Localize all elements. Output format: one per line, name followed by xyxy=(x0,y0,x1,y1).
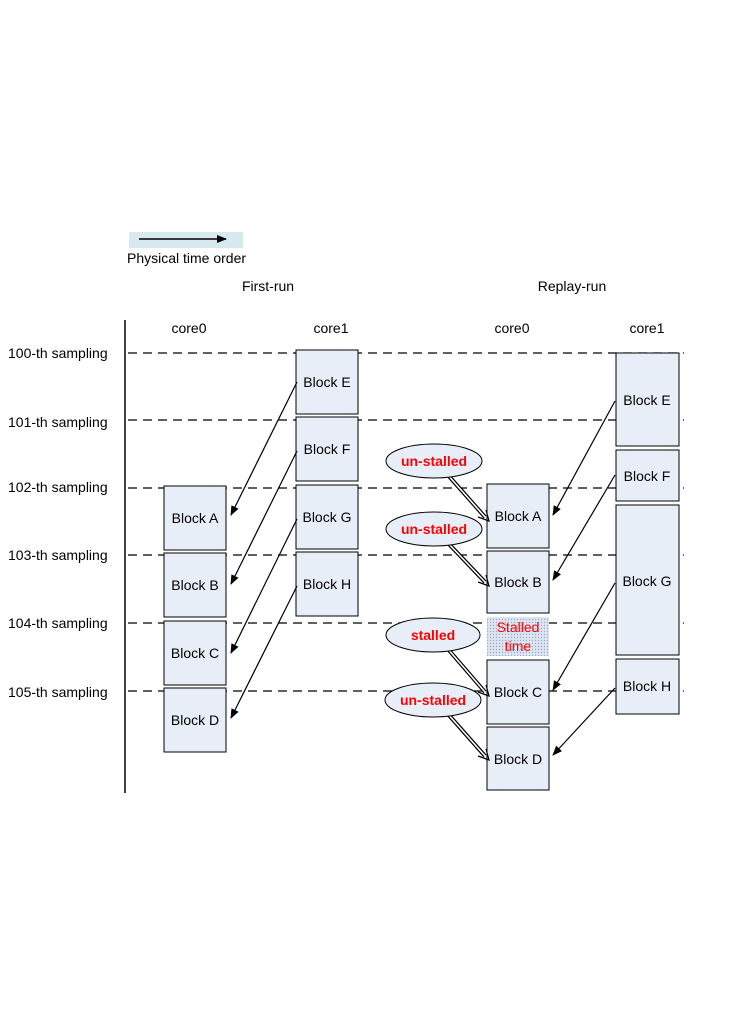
first-core0-label: core0 xyxy=(171,320,206,336)
replay-block-b xyxy=(486,550,550,614)
first-block-a-label: Block A xyxy=(172,510,219,526)
replay-block-g xyxy=(615,504,680,656)
first-run-arrows xyxy=(230,381,298,719)
replay-arrow-f-b xyxy=(552,474,616,581)
replay-block-c xyxy=(486,659,550,725)
replay-block-f xyxy=(615,449,680,502)
first-block-h-label: Block H xyxy=(303,576,351,592)
legend-label: Physical time order xyxy=(127,250,246,266)
first-block-d xyxy=(163,687,227,753)
first-block-d-label: Block D xyxy=(171,712,219,728)
stall-label-c: stalled xyxy=(411,627,455,643)
first-arrow-h-d xyxy=(230,585,298,719)
sampling-label-102: 102-th sampling xyxy=(8,479,108,495)
sampling-label-105: 105-th sampling xyxy=(8,684,108,700)
first-block-g xyxy=(295,484,359,550)
stall-arrow-a-inner xyxy=(446,473,486,518)
first-core1-label: core1 xyxy=(313,320,348,336)
first-block-b xyxy=(163,552,227,618)
first-arrow-f-b xyxy=(230,450,298,585)
stall-arrow-c-inner xyxy=(446,647,486,693)
replay-run-core0-blocks: Block A Block B Stalled time Block C Blo… xyxy=(486,483,550,791)
replay-arrow-h-d xyxy=(552,687,616,756)
stall-arrow-a-head xyxy=(477,509,490,522)
stall-ellipse-d xyxy=(384,682,482,718)
stall-indicator-a: un-stalled xyxy=(385,443,490,522)
legend: Physical time order xyxy=(127,232,246,266)
stall-label-b: un-stalled xyxy=(401,521,467,537)
replay-run-title: Replay-run xyxy=(538,278,606,294)
sampling-label-100: 100-th sampling xyxy=(8,345,108,361)
replay-block-h-label: Block H xyxy=(623,678,671,694)
replay-block-g-label: Block G xyxy=(622,573,671,589)
stall-label-d: un-stalled xyxy=(400,692,466,708)
replay-block-f-label: Block F xyxy=(624,468,671,484)
replay-run-core1-blocks: Block E Block F Block G Block H xyxy=(615,352,680,715)
stalled-time-line1: Stalled xyxy=(497,619,540,635)
first-block-e xyxy=(295,349,359,415)
first-arrow-e-a xyxy=(230,381,298,516)
stall-arrow-b-inner xyxy=(446,541,486,583)
legend-box xyxy=(129,232,243,248)
replay-block-c-label: Block C xyxy=(494,684,542,700)
first-block-f xyxy=(295,416,359,482)
stalled-time-region xyxy=(487,617,549,656)
first-block-c-label: Block C xyxy=(171,645,219,661)
stall-ellipse-b xyxy=(385,511,483,547)
replay-block-d-label: Block D xyxy=(494,751,542,767)
first-run-core1-blocks: Block E Block F Block G Block H xyxy=(295,349,359,617)
replay-block-e xyxy=(615,352,680,447)
stall-indicator-c: stalled xyxy=(385,617,490,697)
stall-arrow-d-head xyxy=(477,748,490,761)
first-run-title: First-run xyxy=(242,278,294,294)
first-block-e-label: Block E xyxy=(303,374,350,390)
stall-ellipse-a xyxy=(385,443,483,479)
replay-block-h xyxy=(615,658,680,715)
stall-arrow-b-head xyxy=(477,574,490,587)
replay-arrow-g-c xyxy=(552,582,616,691)
sampling-label-103: 103-th sampling xyxy=(8,547,108,563)
first-block-c xyxy=(163,620,227,686)
replay-block-a xyxy=(486,483,550,549)
replay-run-arrows xyxy=(552,400,616,756)
replay-block-d xyxy=(486,726,550,791)
replay-block-b-label: Block B xyxy=(494,574,541,590)
replay-core1-label: core1 xyxy=(629,320,664,336)
replay-core0-label: core0 xyxy=(494,320,529,336)
replay-block-e-label: Block E xyxy=(623,392,670,408)
replay-block-a-label: Block A xyxy=(495,508,542,524)
stalled-time-line2: time xyxy=(505,638,532,654)
first-block-h xyxy=(295,551,359,617)
first-block-f-label: Block F xyxy=(304,441,351,457)
first-block-a xyxy=(163,485,227,551)
sampling-label-104: 104-th sampling xyxy=(8,615,108,631)
stall-ellipse-c xyxy=(385,617,481,653)
stall-arrow-c-head xyxy=(477,684,490,697)
stall-indicator-d: un-stalled xyxy=(384,682,490,761)
first-block-b-label: Block B xyxy=(171,577,218,593)
first-block-g-label: Block G xyxy=(302,509,351,525)
stall-indicator-b: un-stalled xyxy=(385,511,490,587)
stall-arrow-d-inner xyxy=(446,712,486,757)
first-arrow-g-c xyxy=(230,518,298,654)
first-run-core0-blocks: Block A Block B Block C Block D xyxy=(163,485,227,753)
sampling-label-101: 101-th sampling xyxy=(8,414,108,430)
stall-label-a: un-stalled xyxy=(401,453,467,469)
replay-arrow-e-a xyxy=(552,400,616,516)
